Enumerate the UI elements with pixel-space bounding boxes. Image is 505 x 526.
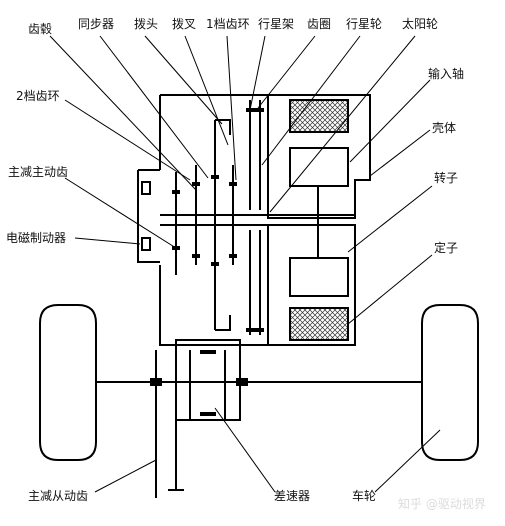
label-wheel: 车轮 [352,488,376,503]
gear-tooth [200,350,216,354]
label-hub: 齿毂 [28,22,52,36]
gear-tooth [246,108,264,112]
leader-driven-gear [94,459,157,493]
label-main-drive-gear: 主减主动齿 [8,165,68,179]
gear-tooth [211,175,219,179]
motor-housing-lower [267,224,356,346]
gear-tooth [211,262,219,266]
leader-housing [369,129,431,177]
leader-sun-gear [269,35,416,213]
left-wheel [39,304,97,461]
leader-gear-ring-2 [64,99,191,181]
gear-tooth [229,254,237,258]
leader-ring-gear [257,35,316,109]
leader-shift-fork-head [144,35,223,125]
label-synchronizer: 同步器 [78,17,114,31]
leader-planet-gear [261,35,361,166]
leader-rotor [347,185,433,253]
label-shift-fork-head: 拨头 [134,17,158,31]
label-differential: 差速器 [274,489,310,503]
leader-main-drive-gear [64,177,177,249]
leader-hub [49,35,197,191]
label-planet-gear: 行星轮 [346,17,382,31]
shift-fork [215,119,231,331]
brake-housing [137,169,160,263]
leader-differential [214,407,276,493]
label-ring-gear: 齿圈 [307,17,331,31]
label-stator: 定子 [434,240,458,255]
label-gear-ring-2: 2档齿环 [16,89,60,103]
label-planet-carrier: 行星架 [258,17,294,31]
brake-pad-lower [141,237,151,251]
watermark: 知乎 @驱动视界 [398,496,486,511]
leader-stator [347,254,433,325]
rotor-upper [289,147,349,187]
gear-tooth [200,412,216,416]
gear-tooth [192,182,200,186]
stator-lower [289,307,349,341]
gear-tooth [150,378,162,386]
leader-wheel [374,429,441,493]
motor-housing [267,94,371,219]
leader-planet-carrier [249,35,266,111]
leader-synchronizer [99,35,209,179]
gear-tooth [229,182,237,186]
gearbox-outline [159,94,268,346]
label-housing: 壳体 [432,121,456,135]
label-input-shaft: 输入轴 [428,66,464,81]
label-sun-gear: 太阳轮 [402,16,438,31]
leader-em-brake [74,237,141,245]
gear-tooth [236,378,248,386]
leader-input-shaft [349,79,431,163]
right-wheel [421,304,479,461]
brake-pad-upper [141,181,151,195]
rotor-lower [289,257,349,297]
differential-housing [175,339,241,421]
label-gear-ring-1: 1档齿环 [206,17,250,31]
label-shift-fork: 拨叉 [172,17,196,31]
leader-gear-ring-1 [226,35,237,181]
label-em-brake: 电磁制动器 [6,230,66,245]
leader-shift-fork [184,35,229,146]
gear-tooth [246,328,264,332]
label-rotor: 转子 [434,170,458,185]
gear-tooth [192,254,200,258]
label-driven-gear: 主减从动齿 [28,489,88,503]
gear-tooth [172,190,180,194]
